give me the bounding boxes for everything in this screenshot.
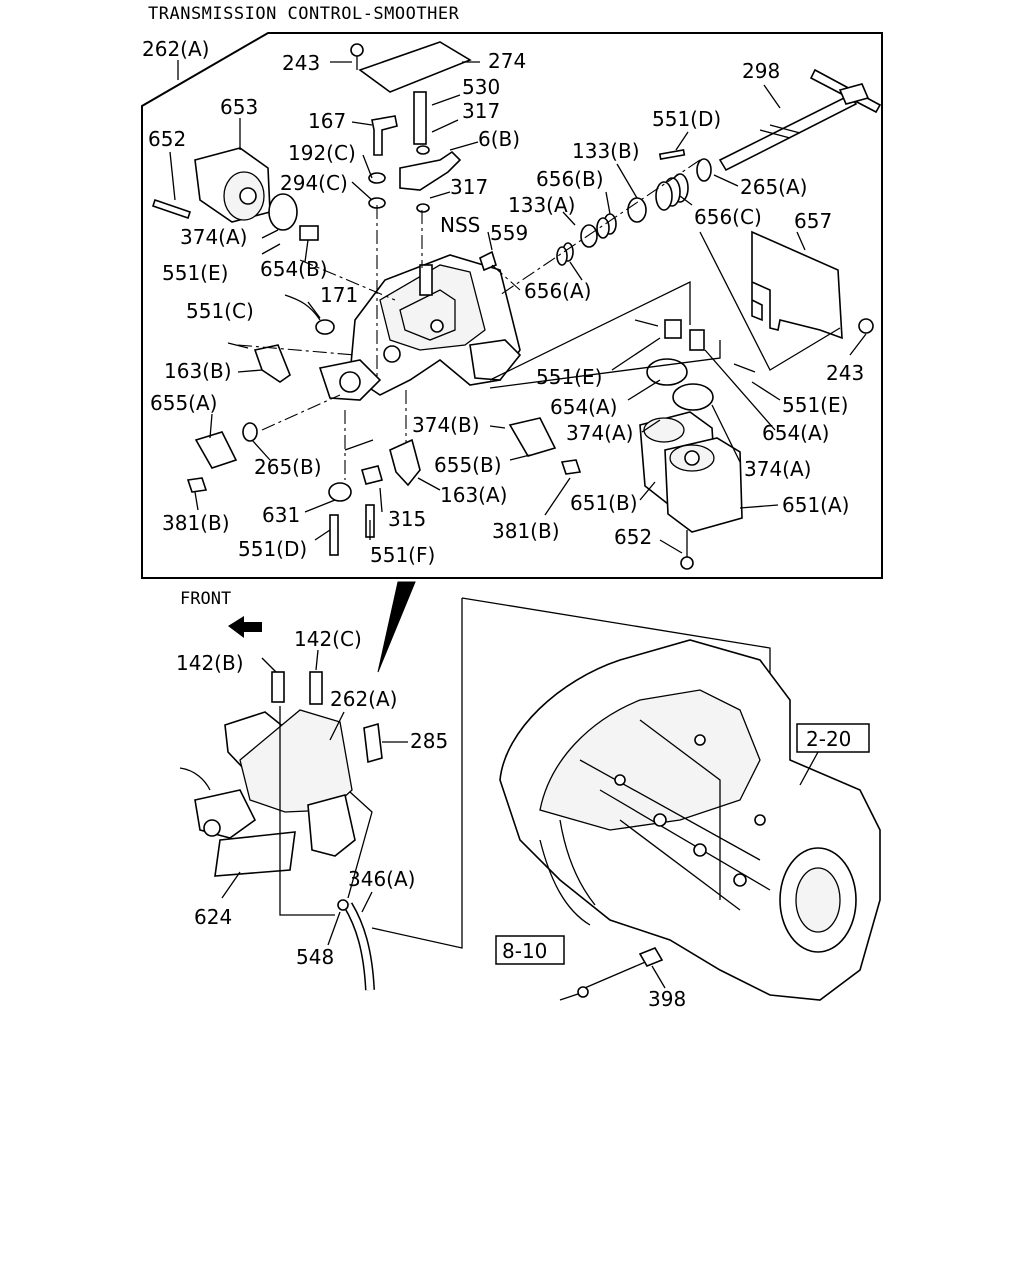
- label-6b: 6(B): [478, 127, 520, 151]
- label-front: FRONT: [180, 589, 231, 609]
- label-654a-mid: 654(A): [550, 395, 617, 419]
- label-243-top: 243: [282, 51, 320, 75]
- label-285: 285: [410, 729, 448, 753]
- label-548: 548: [296, 945, 334, 969]
- label-530: 530: [462, 75, 500, 99]
- label-133a: 133(A): [508, 193, 575, 217]
- label-551e-left: 551(E): [162, 261, 228, 285]
- label-651a: 651(A): [782, 493, 849, 517]
- label-374b: 374(B): [412, 413, 480, 437]
- label-274: 274: [488, 49, 526, 73]
- transmission-case: [499, 639, 881, 1001]
- cylinder-653: [194, 147, 271, 223]
- shift-rod-298: [718, 68, 882, 172]
- cover-plate-274: [358, 41, 472, 93]
- springs-washers: [556, 149, 712, 266]
- label-243-right: 243: [826, 361, 864, 385]
- label-551f: 551(F): [370, 543, 435, 567]
- label-192c: 192(C): [288, 141, 356, 165]
- upper-frame: [141, 32, 883, 579]
- label-656b: 656(B): [536, 167, 604, 191]
- label-ref-2-20: 2-20: [806, 727, 851, 751]
- label-167: 167: [308, 109, 346, 133]
- label-163b: 163(B): [164, 359, 232, 383]
- label-262a-bottom: 262(A): [330, 687, 397, 711]
- label-652-top: 652: [148, 127, 186, 151]
- label-374a-mid: 374(A): [566, 421, 633, 445]
- label-265a: 265(A): [740, 175, 807, 199]
- label-133b: 133(B): [572, 139, 640, 163]
- front-arrow-icon: [228, 616, 262, 638]
- label-656c: 656(C): [694, 205, 762, 229]
- assembly-262a-lower: [179, 671, 383, 877]
- label-262a-top: 262(A): [142, 37, 209, 61]
- label-317-top: 317: [462, 99, 500, 123]
- label-654a-right: 654(A): [762, 421, 829, 445]
- label-374a-right: 374(A): [744, 457, 811, 481]
- plate-657: [751, 230, 843, 340]
- label-315: 315: [388, 507, 426, 531]
- label-294c: 294(C): [280, 171, 348, 195]
- label-654b: 654(B): [260, 257, 328, 281]
- down-arrow: [377, 581, 416, 673]
- label-655a: 655(A): [150, 391, 217, 415]
- label-265b: 265(B): [254, 455, 322, 479]
- label-317-mid: 317: [450, 175, 488, 199]
- label-551d-top: 551(D): [652, 107, 721, 131]
- label-651b: 651(B): [570, 491, 638, 515]
- label-381b-right: 381(B): [492, 519, 560, 543]
- label-398: 398: [648, 987, 686, 1011]
- ref-box-2-20: [796, 723, 870, 753]
- label-142c: 142(C): [294, 627, 362, 651]
- label-298: 298: [742, 59, 780, 83]
- cylinder-651: [639, 411, 743, 533]
- label-656a: 656(A): [524, 279, 591, 303]
- label-142b: 142(B): [176, 651, 244, 675]
- label-624: 624: [194, 905, 232, 929]
- label-346a: 346(A): [348, 867, 415, 891]
- label-171: 171: [320, 283, 358, 307]
- label-ref-8-10: 8-10: [502, 939, 547, 963]
- label-551e-right: 551(E): [782, 393, 848, 417]
- label-657: 657: [794, 209, 832, 233]
- label-551c: 551(C): [186, 299, 254, 323]
- label-652-bottom: 652: [614, 525, 652, 549]
- label-655b: 655(B): [434, 453, 502, 477]
- label-559: 559: [490, 221, 528, 245]
- ref-box-8-10: [495, 935, 565, 965]
- shift-housing: [318, 254, 522, 401]
- label-163a: 163(A): [440, 483, 507, 507]
- label-nss: NSS: [440, 213, 480, 237]
- label-631: 631: [262, 503, 300, 527]
- page-title: TRANSMISSION CONTROL-SMOOTHER: [148, 4, 460, 24]
- label-551d-bottom: 551(D): [238, 537, 307, 561]
- label-374a-left: 374(A): [180, 225, 247, 249]
- label-551e-mid: 551(E): [536, 365, 602, 389]
- label-381b-left: 381(B): [162, 511, 230, 535]
- label-653: 653: [220, 95, 258, 119]
